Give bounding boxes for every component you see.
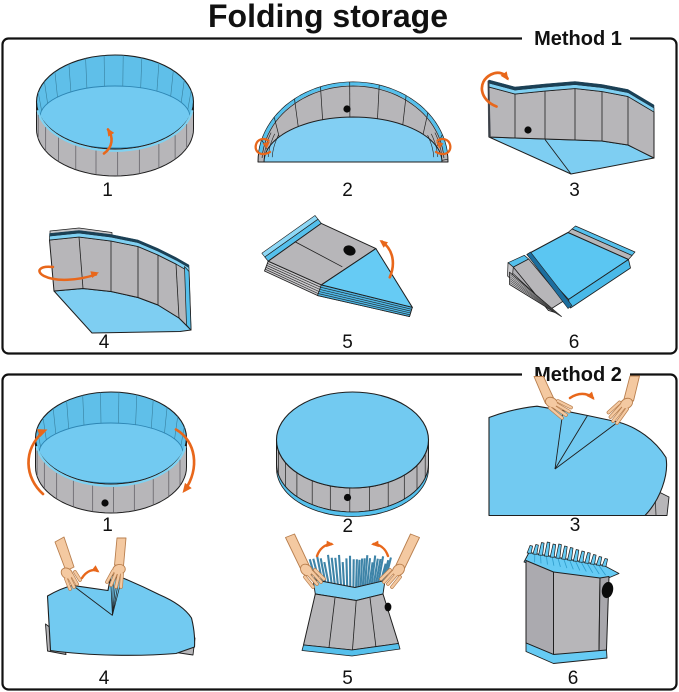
svg-text:5: 5 [342, 668, 353, 689]
svg-text:4: 4 [99, 668, 110, 689]
svg-text:6: 6 [569, 332, 580, 353]
svg-text:6: 6 [568, 668, 579, 689]
svg-text:Folding storage: Folding storage [208, 0, 448, 34]
svg-text:5: 5 [342, 332, 353, 353]
svg-text:3: 3 [569, 180, 580, 201]
svg-text:1: 1 [102, 515, 113, 536]
svg-text:Method 1: Method 1 [534, 28, 622, 50]
svg-text:4: 4 [99, 332, 110, 353]
svg-text:3: 3 [570, 515, 581, 536]
svg-text:2: 2 [342, 180, 353, 201]
svg-text:1: 1 [102, 180, 113, 201]
svg-text:2: 2 [343, 516, 354, 537]
svg-text:Method 2: Method 2 [534, 364, 622, 386]
